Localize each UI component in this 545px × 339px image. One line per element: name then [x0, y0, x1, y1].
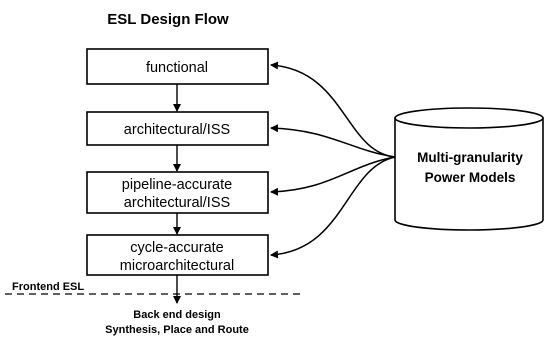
- stage-label-line1: cycle-accurate: [130, 240, 223, 256]
- database-body: [394, 118, 544, 231]
- stage-box: [86, 48, 269, 85]
- arrow-db-to-architectural: [270, 124, 396, 158]
- stage-functional: functional: [86, 48, 269, 85]
- stage-box: [86, 234, 269, 276]
- arrow-db-to-pipeline: [270, 156, 396, 196]
- power-model-arrows: [270, 61, 396, 259]
- database-label-line1: Multi-granularity: [417, 150, 523, 165]
- backend-design-label: Back end design: [133, 309, 221, 321]
- stage-architectural-iss: architectural/ISS: [86, 111, 269, 146]
- stage-box: [86, 111, 269, 146]
- stage-label: architectural/ISS: [124, 122, 230, 138]
- stage-label-line2: microarchitectural: [120, 258, 234, 274]
- stage-label: functional: [146, 60, 208, 76]
- power-models-database: Multi-granularity Power Models: [394, 107, 544, 231]
- stage-label-line1: pipeline-accurate: [122, 177, 232, 193]
- backend-synthesis-label: Synthesis, Place and Route: [105, 324, 249, 336]
- database-label-line2: Power Models: [425, 170, 516, 185]
- arrow-db-to-cycle: [270, 156, 396, 259]
- diagram-title: ESL Design Flow: [107, 11, 229, 28]
- frontend-esl-label: Frontend ESL: [12, 281, 84, 293]
- stage-cycle-accurate: cycle-accurate microarchitectural: [86, 234, 269, 276]
- arrow-db-to-functional: [270, 61, 396, 158]
- stage-pipeline-accurate: pipeline-accurate architectural/ISS: [86, 171, 269, 214]
- stage-label-line2: architectural/ISS: [124, 195, 230, 211]
- database-top: [394, 107, 544, 129]
